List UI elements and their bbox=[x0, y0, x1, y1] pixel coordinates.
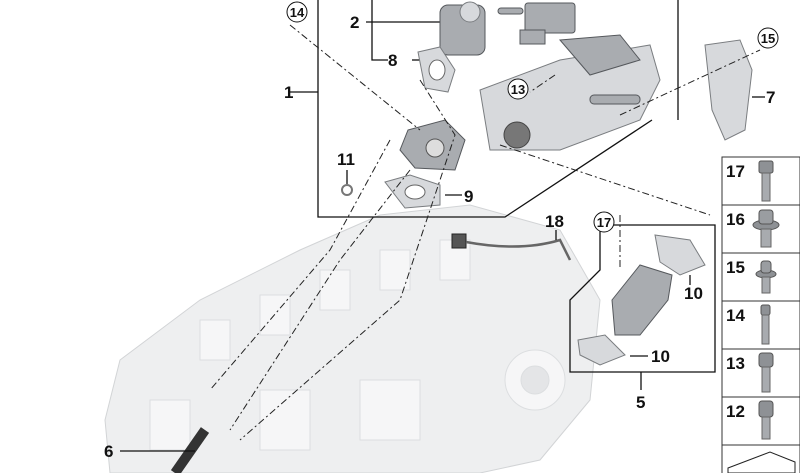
fastener-number: 17 bbox=[726, 162, 745, 181]
egr-cooler bbox=[479, 34, 661, 151]
axis-line-14 bbox=[289, 24, 421, 131]
svg-text:17: 17 bbox=[597, 215, 611, 230]
callout-1: 1 bbox=[284, 83, 293, 102]
engine-block bbox=[104, 204, 601, 473]
assembly-1-bracket bbox=[317, 0, 653, 218]
callout-5: 5 bbox=[636, 393, 645, 412]
fastener-number: 15 bbox=[726, 258, 745, 277]
pipe-5 bbox=[577, 234, 706, 366]
assembly-5-box bbox=[569, 224, 716, 373]
assembly-symbol-icon bbox=[727, 451, 796, 473]
callout-10-lower: 10 bbox=[651, 347, 670, 366]
svg-text:13: 13 bbox=[511, 82, 525, 97]
torx-flange-bolt-short-icon bbox=[755, 260, 777, 294]
axis-line-d bbox=[499, 144, 711, 216]
callout-14: 14 bbox=[286, 1, 308, 23]
axis-line-b bbox=[209, 139, 391, 391]
fastener-column: 17 16 15 14 13 12 bbox=[721, 156, 800, 473]
fastener-number: 12 bbox=[726, 402, 745, 421]
fastener-number: 16 bbox=[726, 210, 745, 229]
callout-18: 18 bbox=[545, 212, 564, 231]
axis-line-15 bbox=[619, 49, 761, 116]
leader-8 bbox=[371, 0, 388, 61]
callout-15: 15 bbox=[757, 27, 779, 49]
o-ring-11 bbox=[341, 184, 353, 196]
callout-10-upper: 10 bbox=[684, 284, 703, 303]
sensor-18 bbox=[451, 233, 572, 261]
fastener-number: 14 bbox=[726, 306, 745, 325]
callout-8: 8 bbox=[388, 51, 397, 70]
callout-6: 6 bbox=[104, 442, 113, 461]
fastener-number: 13 bbox=[726, 354, 745, 373]
svg-text:15: 15 bbox=[761, 31, 775, 46]
callout-17: 17 bbox=[593, 211, 615, 233]
socket-head-screw-short-icon bbox=[758, 400, 774, 440]
actuator bbox=[497, 2, 576, 45]
callout-9: 9 bbox=[464, 187, 473, 206]
callout-2: 2 bbox=[350, 13, 359, 32]
egr-valve bbox=[439, 1, 486, 56]
socket-head-screw-long-icon bbox=[760, 304, 771, 345]
socket-head-screw-icon bbox=[758, 352, 774, 393]
heat-shield-7 bbox=[704, 39, 753, 141]
axis-line-13 bbox=[529, 74, 556, 93]
hex-bolt-icon bbox=[758, 160, 774, 202]
engine-details bbox=[149, 239, 566, 451]
flange-pipe bbox=[399, 119, 466, 171]
axis-line-a bbox=[239, 79, 456, 441]
svg-text:14: 14 bbox=[290, 5, 305, 20]
callout-13: 13 bbox=[507, 78, 529, 100]
torx-flange-bolt-icon bbox=[752, 209, 780, 248]
callout-11: 11 bbox=[337, 150, 355, 169]
callout-7: 7 bbox=[766, 88, 775, 107]
